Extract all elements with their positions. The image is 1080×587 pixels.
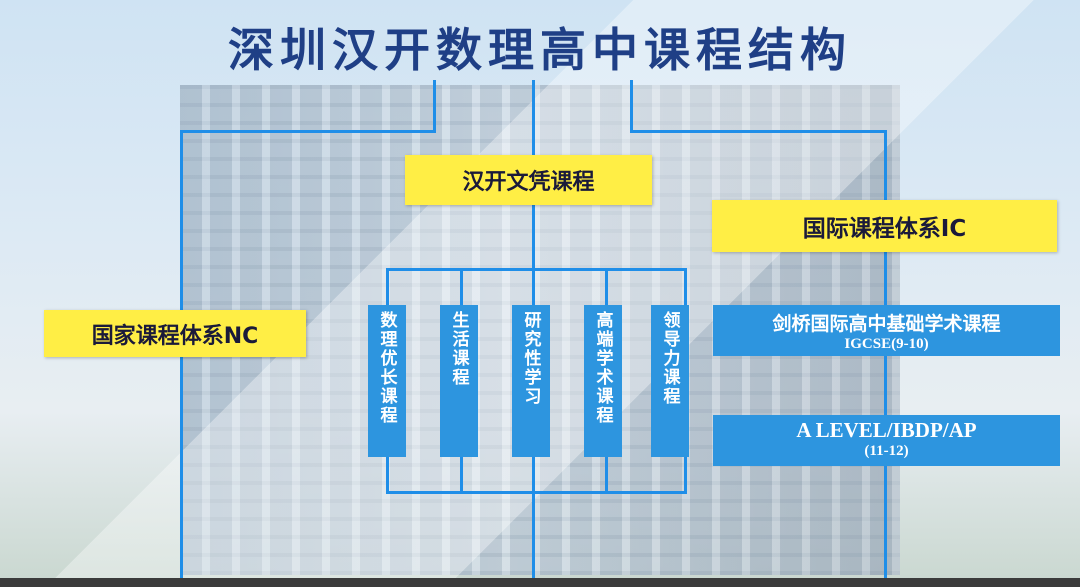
column-label: 高端学术课程 bbox=[592, 311, 613, 425]
column-leadership: 领导力课程 bbox=[651, 305, 689, 457]
column-life: 生活课程 bbox=[440, 305, 478, 457]
center-diploma-box: 汉开文凭课程 bbox=[405, 155, 652, 205]
bottom-bar bbox=[0, 578, 1080, 587]
ic-label: 国际课程体系IC bbox=[802, 216, 967, 242]
ic-item-main: A LEVEL/IBDP/AP bbox=[796, 418, 977, 442]
ic-item-main: 剑桥国际高中基础学术课程 bbox=[772, 313, 1001, 335]
ic-box: 国际课程体系IC bbox=[712, 200, 1057, 252]
connector-right-drop bbox=[630, 80, 633, 132]
ic-item-sub: (11-12) bbox=[864, 443, 909, 459]
column-label: 数理优长课程 bbox=[376, 311, 397, 425]
connector-right-branch bbox=[884, 338, 887, 468]
column-advanced-academic: 高端学术课程 bbox=[584, 305, 622, 457]
column-label: 生活课程 bbox=[448, 311, 469, 387]
nc-label: 国家课程体系NC bbox=[91, 323, 259, 349]
center-diploma-label: 汉开文凭课程 bbox=[462, 170, 595, 195]
ic-item-sub: IGCSE(9-10) bbox=[844, 336, 929, 352]
connector-inner-bottom bbox=[386, 491, 686, 494]
column-label: 研究性学习 bbox=[520, 311, 541, 406]
column-label: 领导力课程 bbox=[659, 311, 680, 406]
nc-box: 国家课程体系NC bbox=[44, 310, 306, 357]
column-math-excellence: 数理优长课程 bbox=[368, 305, 406, 457]
connector-right-top bbox=[630, 130, 886, 133]
connector-inner-top bbox=[386, 268, 686, 271]
connector-left-top bbox=[180, 130, 436, 133]
diagram-title: 深圳汉开数理高中课程结构 bbox=[228, 23, 852, 77]
ic-item-alevel: A LEVEL/IBDP/AP (11-12) bbox=[713, 415, 1060, 466]
ic-item-igcse: 剑桥国际高中基础学术课程 IGCSE(9-10) bbox=[713, 305, 1060, 356]
connector-left-drop bbox=[433, 80, 436, 132]
column-research: 研究性学习 bbox=[512, 305, 550, 457]
